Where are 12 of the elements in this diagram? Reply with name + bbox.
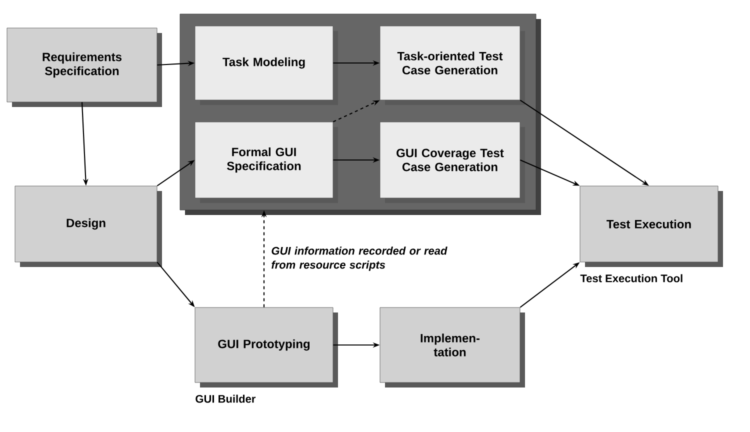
node-caption: GUI Builder	[196, 394, 256, 403]
process-box: Requirements Specification	[6, 28, 162, 107]
task-box: Task Modeling	[194, 26, 338, 105]
task-box: GUI Coverage Test Case Generation	[380, 122, 525, 203]
process-box: GUI Prototyping	[194, 307, 338, 388]
task-box: Formal GUI Specification	[194, 122, 338, 203]
edge-label: GUI information recorded or read from resource scripts	[272, 246, 448, 271]
node-caption: Test Execution Tool	[580, 274, 682, 282]
process-box: Design	[14, 186, 162, 267]
task-box: Task-oriented Test Case Generation	[380, 26, 525, 105]
process-box: Implemen- tation	[380, 307, 525, 388]
process-box: Test Execution	[580, 186, 723, 267]
